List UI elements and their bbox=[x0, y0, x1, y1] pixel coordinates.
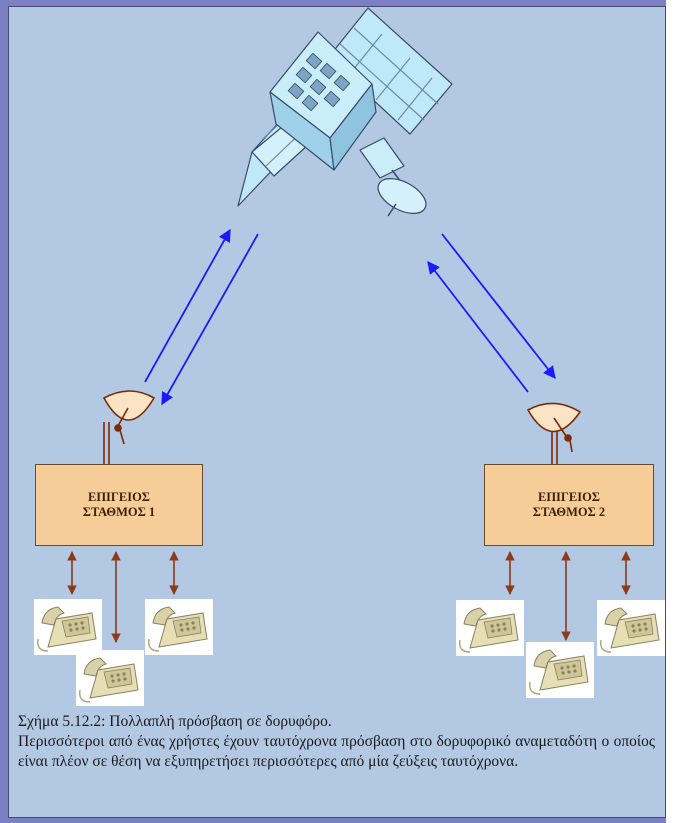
station-1-line1: ΕΠΙΓΕΙΟΣ bbox=[88, 490, 150, 505]
telephone-icon bbox=[597, 600, 665, 656]
station-2-line1: ΕΠΙΓΕΙΟΣ bbox=[538, 490, 600, 505]
telephone-icon bbox=[76, 650, 144, 706]
satellite-icon bbox=[238, 8, 452, 221]
caption-body: Περισσότεροι από ένας χρήστες έχουν ταυτ… bbox=[18, 732, 655, 772]
telephone-drawing bbox=[34, 599, 102, 655]
telephone-drawing bbox=[76, 650, 144, 706]
caption-title: Σχήμα 5.12.2: Πολλαπλή πρόσβαση σε δορυφ… bbox=[18, 712, 655, 732]
telephone-drawing bbox=[526, 642, 594, 698]
station-2-line2: ΣΤΑΘΜΟΣ 2 bbox=[533, 505, 605, 520]
downlink-arrow-left bbox=[162, 234, 258, 404]
dish-antenna-icon bbox=[104, 391, 154, 464]
ground-station-2: ΕΠΙΓΕΙΟΣ ΣΤΑΘΜΟΣ 2 bbox=[484, 464, 654, 546]
telephone-icon bbox=[526, 642, 594, 698]
uplink-arrow-right bbox=[428, 262, 528, 392]
ground-station-1: ΕΠΙΓΕΙΟΣ ΣΤΑΘΜΟΣ 1 bbox=[35, 464, 203, 546]
telephone-drawing bbox=[145, 599, 213, 655]
telephone-drawing bbox=[597, 600, 665, 656]
dish-antenna-icon bbox=[528, 403, 580, 464]
telephone-icon bbox=[34, 599, 102, 655]
downlink-arrow-right bbox=[442, 234, 555, 378]
figure-caption: Σχήμα 5.12.2: Πολλαπλή πρόσβαση σε δορυφ… bbox=[18, 712, 655, 772]
telephone-icon bbox=[456, 600, 524, 656]
telephone-drawing bbox=[456, 600, 524, 656]
telephone-icon bbox=[145, 599, 213, 655]
station-1-line2: ΣΤΑΘΜΟΣ 1 bbox=[83, 505, 155, 520]
